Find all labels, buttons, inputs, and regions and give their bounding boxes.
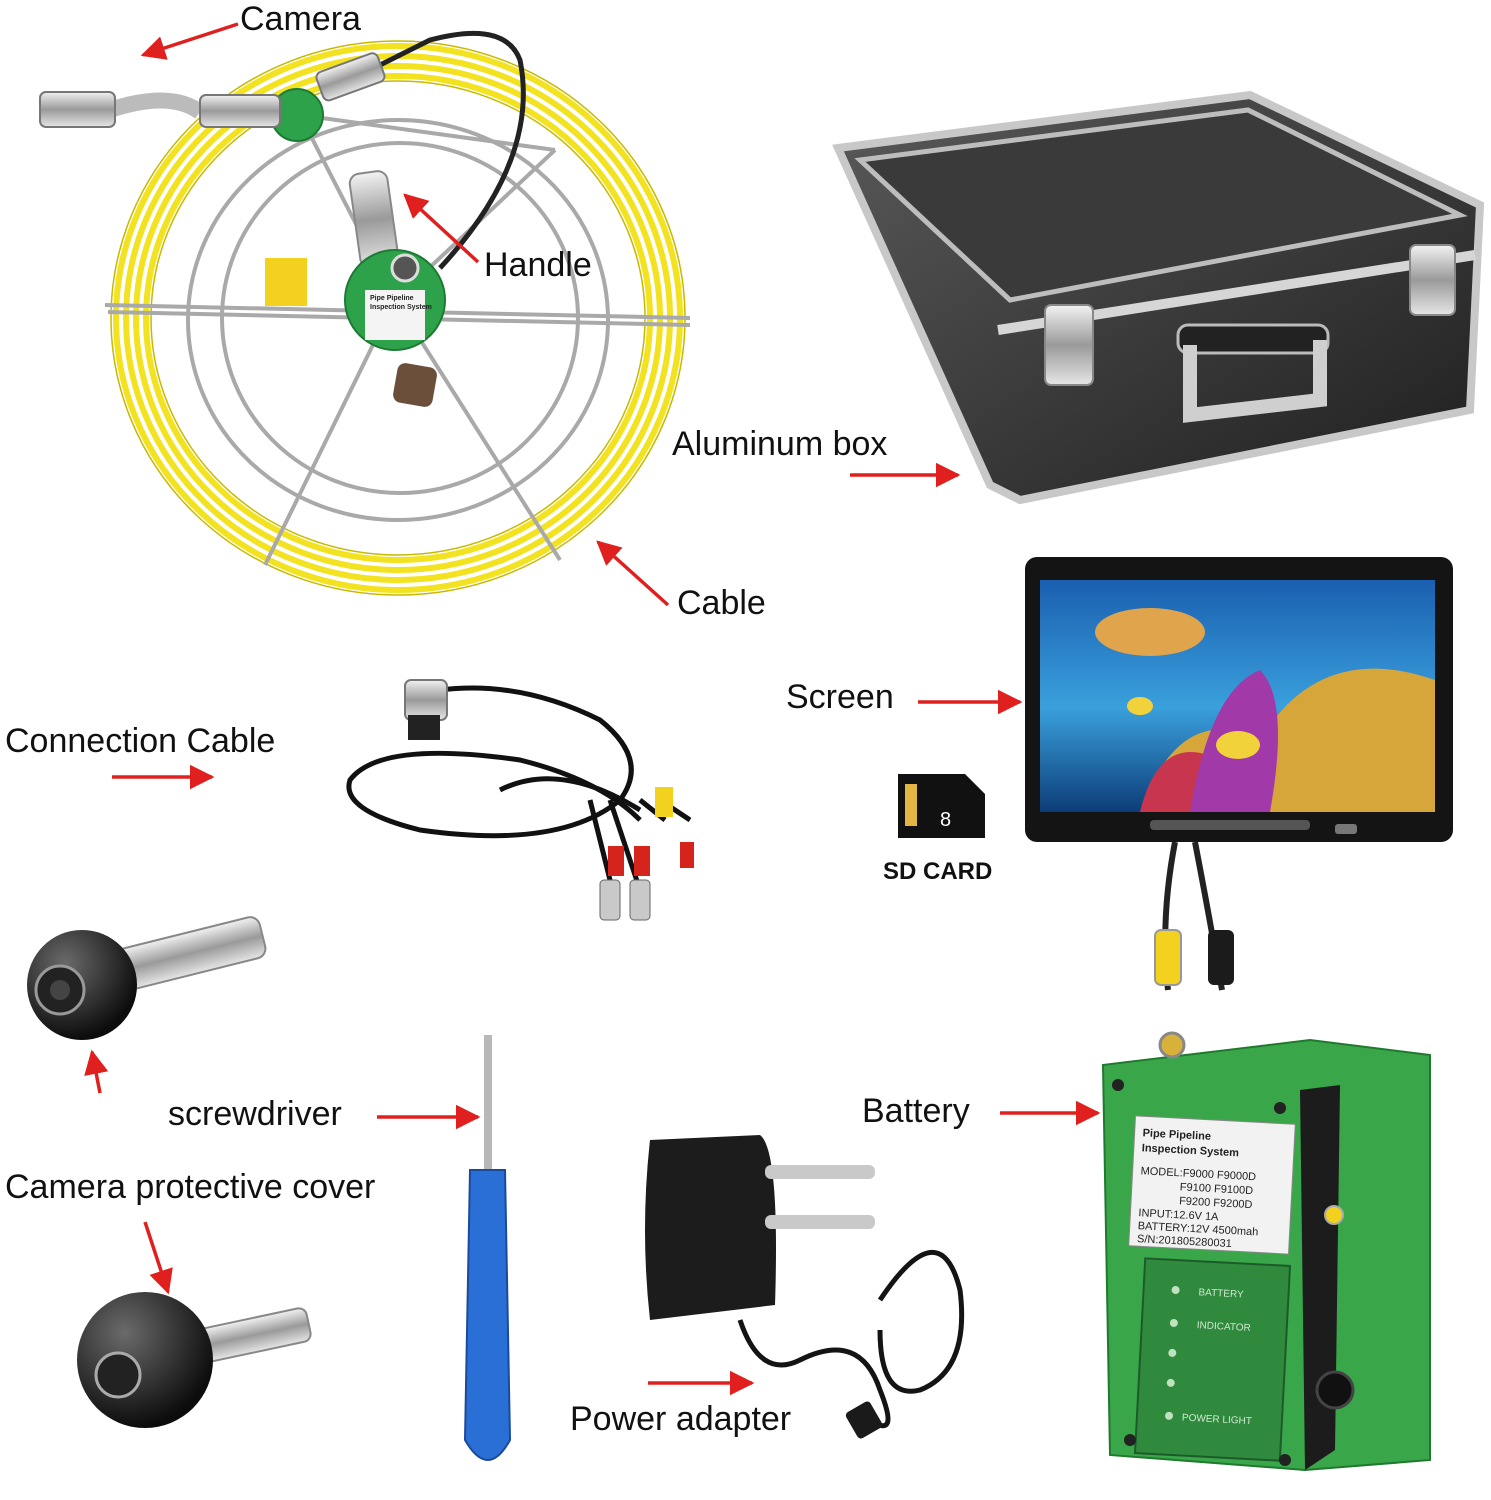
sd-card-capacity: 8 (940, 809, 951, 831)
indicator-indicator-label: INDICATOR (1196, 1320, 1251, 1334)
label-battery: Battery (862, 1092, 970, 1130)
battery-model-line2: F9100 F9100D (1180, 1181, 1254, 1197)
cable-reel (39, 30, 691, 596)
battery-model-line3: F9200 F9200D (1179, 1195, 1253, 1211)
label-screen: Screen (786, 678, 894, 716)
reel-hub-label: Pipe Pipeline Inspection System (370, 295, 432, 311)
battery-spec-label: Pipe Pipeline Inspection System MODEL:F9… (1137, 1127, 1259, 1250)
indicator-power-label: POWER LIGHT (1182, 1413, 1252, 1428)
label-connection-cable: Connection Cable (5, 722, 276, 760)
label-power-adapter: Power adapter (570, 1400, 792, 1438)
aluminum-box (832, 90, 1485, 505)
label-camera-protective-cover: Camera protective cover (5, 1168, 376, 1206)
battery-serial: S/N:201805280031 (1137, 1233, 1232, 1250)
battery-input: INPUT:12.6V 1A (1138, 1207, 1219, 1223)
reel-hub-title-line2: Inspection System (370, 304, 432, 311)
label-cable: Cable (677, 584, 766, 622)
label-aluminum-box: Aluminum box (672, 425, 888, 463)
camera-with-cover (27, 916, 267, 1040)
battery-title-line2: Inspection System (1142, 1142, 1240, 1159)
camera-protective-cover (77, 1292, 312, 1428)
reel-hub-title-line1: Pipe Pipeline (370, 295, 414, 302)
indicator-battery-label: BATTERY (1198, 1287, 1244, 1300)
label-handle: Handle (484, 246, 592, 284)
battery-title-line1: Pipe Pipeline (1142, 1127, 1211, 1143)
callout-arrows (84, 22, 1101, 1396)
screwdriver (463, 1035, 512, 1461)
sd-card: 8 (898, 774, 985, 838)
battery-indicators: BATTERY INDICATOR POWER LIGHT (1165, 1285, 1252, 1428)
label-camera: Camera (240, 0, 361, 38)
monitor (1025, 557, 1453, 991)
label-screwdriver: screwdriver (168, 1095, 342, 1133)
battery-box (1101, 1031, 1431, 1472)
power-adapter (645, 1135, 965, 1439)
label-sd-card: SD CARD (883, 858, 993, 885)
camera-head (39, 91, 116, 128)
